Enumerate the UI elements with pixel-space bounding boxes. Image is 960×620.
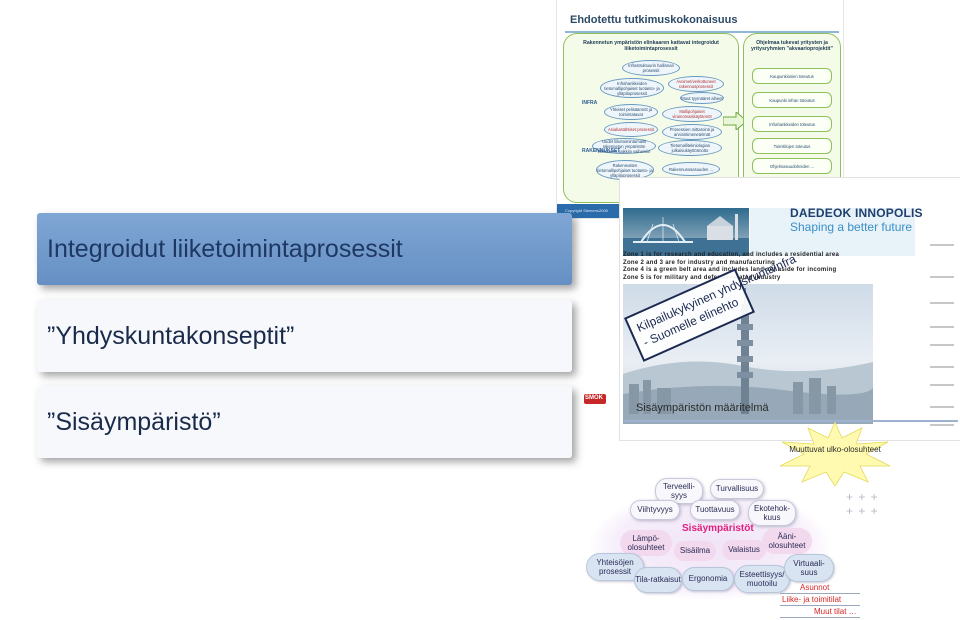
tag-infra: INFRA <box>582 100 598 106</box>
research-slide: Ehdotettu tutkimuskokonaisuus Rakennetun… <box>557 0 843 218</box>
item-building-bim: Rakennusten tietomallipohjaiset tuotanto… <box>596 160 654 180</box>
item-building-part: Rakennusosasuuden ... <box>662 162 720 176</box>
label-underline-3 <box>780 617 860 618</box>
star-label: Muuttuvat ulko-olosuhteet <box>789 445 881 454</box>
poster-brand-name: DAEDEOK INNOPOLIS <box>790 206 923 220</box>
item-infra-bim: Infrahankkeiden tietomallipohjaiset tuot… <box>600 78 664 98</box>
zone-line-1: Zone 1 is for research and education, an… <box>623 252 840 258</box>
tag-buildings: RAKENNUKSET <box>582 148 621 154</box>
definition-divider <box>624 420 958 422</box>
poster-photo <box>623 208 749 256</box>
item-eco-efficiency: Ekotehok-kuus <box>748 500 796 526</box>
label-underline-2 <box>780 605 860 606</box>
starburst-icon <box>779 422 891 486</box>
left-panel-title: Rakennetun ympäristön elinkaaren kattava… <box>583 40 719 52</box>
bar-integrated-business-processes[interactable]: Integroidut liiketoimintaprosessit <box>37 213 572 285</box>
item-open-construction: Avoimet/verkottuneet rakennusprosessit <box>668 76 724 92</box>
bar-indoor-environment[interactable]: ”Sisäympäristö” <box>37 386 572 458</box>
zone-line-2: Zone 2 and 3 are for industry and manufa… <box>623 259 776 266</box>
right-panel: Ohjelmaa tukevat yritysten ja yritysryhm… <box>743 33 841 203</box>
slide-title: Ehdotettu tutkimuskokonaisuus <box>570 14 738 26</box>
item-thermal-conditions: Lämpö-olosuhteet <box>620 530 672 556</box>
item-safety: Turvallisuus <box>710 479 764 499</box>
item-common-rules: Yhteiset pelisäännöt ja toimintatavat <box>604 104 658 120</box>
poster-brand: DAEDEOK INNOPOLIS is <box>790 206 935 220</box>
left-panel: Rakennetun ympäristön elinkaaren kattava… <box>563 33 739 203</box>
item-productivity: Tuottavuus <box>690 500 740 520</box>
bar-community-concepts[interactable]: ”Yhdyskuntakonseptit” <box>37 300 572 372</box>
label-business-premises: Liike- ja toimitilat <box>782 595 842 604</box>
item-space-solutions: Tila-ratkaisut <box>634 567 682 593</box>
slide-divider <box>565 31 839 33</box>
item-model-authority: Mallipohjaiset virainomaiskäytännöt <box>662 106 722 122</box>
item-infra-management: Infrastruktuurin hallinnan prosessit <box>622 60 680 76</box>
item-process-metrics: Prosessien mittarointi ja arviointimenet… <box>662 124 722 140</box>
right-item-district: Kaupunkiosien toteutus <box>752 68 832 84</box>
poster-brand-area <box>750 208 915 256</box>
poster-header <box>620 178 960 206</box>
item-healthiness: Terveelli-syys <box>655 478 703 504</box>
smok-logo: SMOK <box>584 394 606 404</box>
item-other-topics: Muut tyymääret aiheet <box>680 92 724 104</box>
right-item-facilities: Toimitilojen toteutus <box>752 138 832 154</box>
bar-label-3: ”Sisäympäristö” <box>47 407 221 436</box>
bar-label-2: ”Yhdyskuntakonseptit” <box>47 321 295 350</box>
item-aesthetics: Esteettisyys/ muotoilu <box>734 565 790 593</box>
label-other-spaces: Muut tilat … <box>814 607 857 616</box>
right-item-city-infra: Kaupunki infran toteutus <box>752 92 832 108</box>
bridge-illustration <box>623 214 749 256</box>
core-title: Sisäympäristöt <box>682 523 754 534</box>
bar-label-1: Integroidut liiketoimintaprosessit <box>47 234 403 263</box>
item-new-business-models: Uudet liiketoimintamallit rakennetun ymp… <box>592 138 656 154</box>
item-indoor-air: Sisäilma <box>674 541 716 561</box>
item-acoustic-conditions: Ääni-olosuhteet <box>762 528 812 554</box>
slide-footer-copyright: Copyright Siemens <box>565 208 599 213</box>
city-skyline-illustration <box>623 288 873 424</box>
item-ergonomics: Ergonomia <box>682 567 734 591</box>
item-virtuality: Virtuaali-suus <box>784 554 834 582</box>
item-bim-deployment: Tietomallitekniologian julkaisukäyttööno… <box>658 140 722 156</box>
item-comfort: Viihtyvyys <box>630 500 680 520</box>
plus-decoration: + + ++ + + <box>846 490 879 518</box>
smok-logo-text: SMOK <box>585 395 603 401</box>
definition-title: Sisäympäristön määritelmä <box>636 402 769 414</box>
arrow-right-icon <box>723 112 747 130</box>
right-panel-title: Ohjelmaa tukevat yritysten ja yritysryhm… <box>751 40 833 52</box>
label-homes: Asunnot <box>800 583 830 592</box>
poster-tagline: Shaping a better future <box>790 220 913 234</box>
label-underline-1 <box>780 593 860 594</box>
right-item-program: Ohjelmasuudoheiden ... <box>752 158 832 174</box>
zone-line-4: Zone 5 is for military and defense-relat… <box>623 274 781 281</box>
item-lighting: Valaistus <box>722 540 766 560</box>
slide-footer-year: 2005 <box>599 208 608 213</box>
right-item-infra-projects: Infrahankkeiden toteutus <box>752 116 832 132</box>
item-customer-processes: Asiakastähtiset prosessit <box>604 122 658 137</box>
poster-sidebar <box>924 206 960 440</box>
